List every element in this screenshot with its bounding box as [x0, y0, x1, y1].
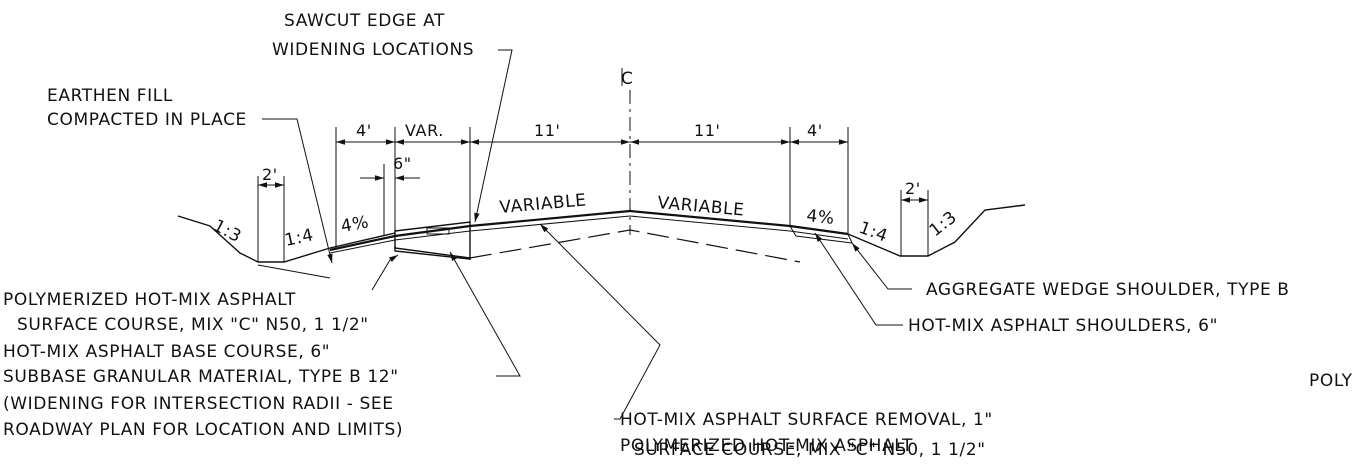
note-earthen-line1: EARTHEN FILL — [47, 86, 173, 106]
dim-left-shoulder-label: 4' — [356, 121, 372, 140]
note-poly-center-line1: POLYMERIZED HOT-MIX ASPHALT — [620, 436, 913, 456]
dim-six-inch-label: 6" — [393, 154, 412, 173]
slope-left-foreslope: 1:3 — [210, 216, 245, 247]
slope-left-lane: VARIABLE — [499, 190, 588, 218]
note-aggregate-wedge: AGGREGATE WEDGE SHOULDER, TYPE B — [926, 280, 1290, 300]
note-widening-line1: (WIDENING FOR INTERSECTION RADII - SEE — [3, 394, 394, 414]
right-hma-shoulder — [789, 225, 853, 244]
dim-variable-label: VAR. — [405, 121, 444, 140]
note-sawcut-line2: WIDENING LOCATIONS — [272, 40, 474, 60]
note-hma-shoulders: HOT-MIX ASPHALT SHOULDERS, 6" — [908, 316, 1218, 336]
note-poly-left-line1: POLYMERIZED HOT-MIX ASPHALT — [3, 290, 296, 310]
leader-lines — [262, 49, 912, 420]
note-poly-center-line2-visible: SURFACE COURSE, MIX "C" N50, 1 1/2" — [634, 440, 986, 460]
dim-right-ditch-label: 2' — [905, 179, 921, 198]
note-earthen-line2: COMPACTED IN PLACE — [47, 110, 247, 130]
note-widening-line2: ROADWAY PLAN FOR LOCATION AND LIMITS) — [3, 420, 403, 440]
slope-right-shoulder-pct: 4% — [805, 206, 835, 229]
note-poly-left-line2: SURFACE COURSE, MIX "C" N50, 1 1/2" — [17, 315, 369, 335]
note-subbase: SUBBASE GRANULAR MATERIAL, TYPE B 12" — [3, 367, 399, 387]
pavement-bottom-left — [329, 215, 631, 254]
dimension-lines — [257, 127, 929, 262]
widening-subbase-block — [394, 246, 471, 260]
dim-right-shoulder-label: 4' — [807, 121, 823, 140]
left-fill-toe-line — [257, 264, 331, 279]
slope-left-backslope: 1:4 — [283, 225, 316, 251]
pavement-bottom-right — [629, 215, 849, 240]
sawcut-patch — [426, 227, 450, 235]
note-base-course: HOT-MIX ASPHALT BASE COURSE, 6" — [3, 342, 330, 362]
note-sawcut-line1: SAWCUT EDGE AT — [284, 11, 445, 31]
centerline-label: C — [621, 69, 633, 89]
right-ground-line — [847, 204, 1026, 257]
dim-right-lane-label: 11' — [694, 121, 721, 140]
note-removal: HOT-MIX ASPHALT SURFACE REMOVAL, 1" — [620, 410, 993, 430]
dim-left-ditch-label: 2' — [262, 165, 278, 184]
pavement-surface-left — [329, 209, 631, 252]
slope-right-backslope: 1:4 — [856, 218, 890, 247]
slope-right-lane: VARIABLE — [657, 193, 746, 221]
widening-base-block — [394, 221, 471, 259]
slope-left-shoulder-pct: 4% — [339, 212, 370, 237]
dim-left-lane-label: 11' — [534, 121, 561, 140]
slope-right-foreslope: 1:3 — [926, 207, 961, 241]
subgrade-dashed-line — [469, 229, 801, 263]
note-poly-cut: POLY — [1309, 371, 1353, 391]
